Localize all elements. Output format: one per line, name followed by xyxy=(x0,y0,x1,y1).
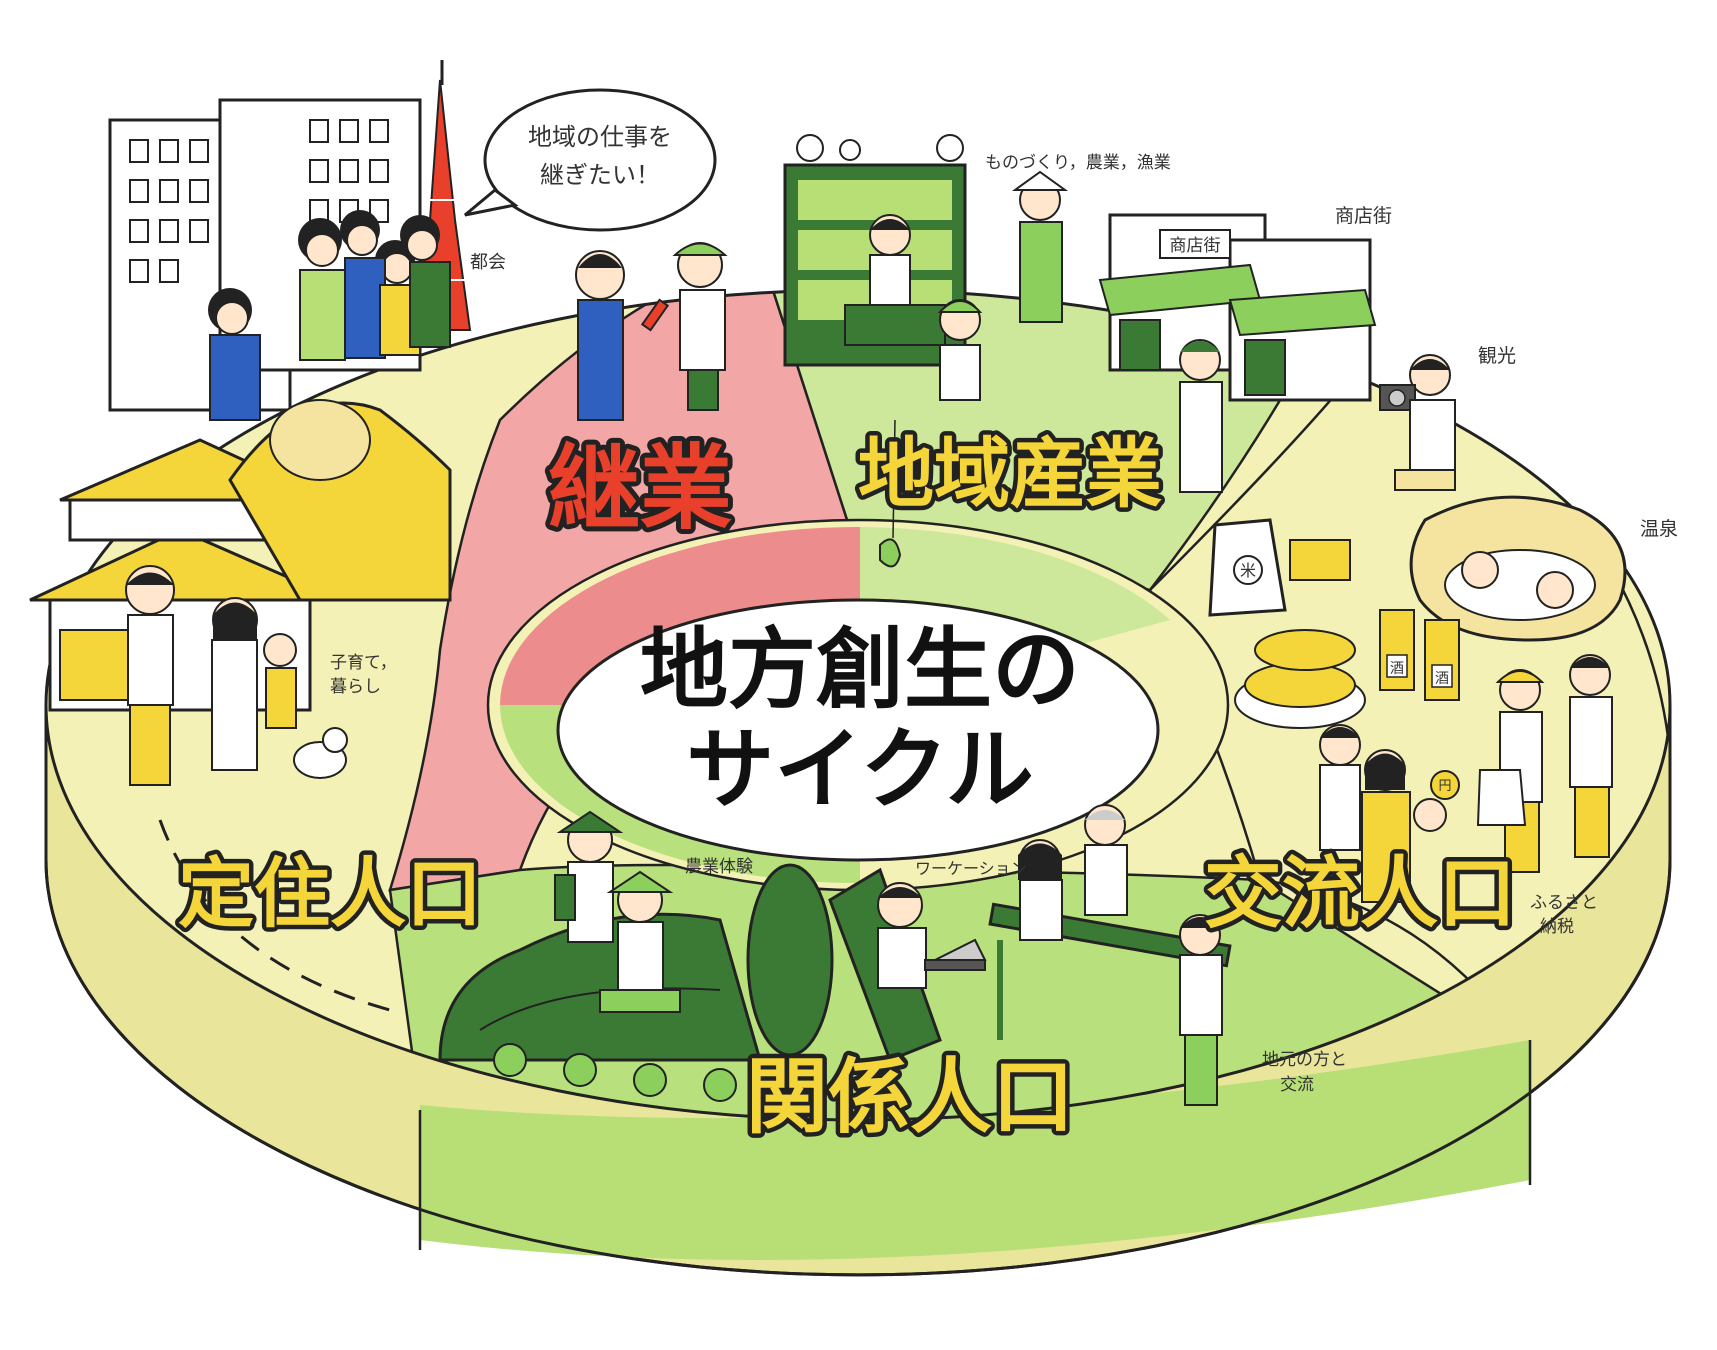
exchange-people: 円 xyxy=(1319,654,1613,903)
family xyxy=(125,565,297,786)
label-shopping-street: 商店街 xyxy=(1335,205,1392,227)
label-locals-exchange-1: 地元の方と xyxy=(1262,1050,1347,1070)
workation-scene xyxy=(828,804,1232,1106)
label-settled-population: 定住人口 xyxy=(178,849,482,938)
laptop-icon xyxy=(934,938,987,961)
label-sightseeing: 観光 xyxy=(1478,345,1516,367)
rice-bag-label: 米 xyxy=(1240,561,1256,580)
label-farming-experience: 農業体験 xyxy=(685,857,753,877)
road-line xyxy=(158,819,391,1012)
sake-label-2: 酒 xyxy=(1435,671,1449,687)
shop-sign: 商店街 xyxy=(1170,236,1221,256)
farm-field xyxy=(438,863,834,1102)
label-hot-spring: 温泉 xyxy=(1640,518,1678,540)
office-building-icon xyxy=(108,98,422,412)
shop-building-icon: 商店街 xyxy=(1098,213,1377,402)
speech-line2: 継ぎたい！ xyxy=(540,161,660,189)
label-locals-exchange-2: 交流 xyxy=(1280,1075,1314,1095)
sake-label-1: 酒 xyxy=(1390,661,1404,677)
sake-bottle-icon: 酒 酒 xyxy=(1379,609,1460,701)
label-exchange-population: 交流人口 xyxy=(1204,849,1516,939)
dog-icon xyxy=(293,727,348,779)
craft-people xyxy=(844,170,1069,401)
camera-icon xyxy=(1379,354,1456,491)
farming-people xyxy=(554,810,681,1013)
food-plate xyxy=(1234,629,1366,729)
hot-spring-icon xyxy=(1409,495,1627,642)
center-title-line1: 地方創生の xyxy=(640,618,1080,721)
label-child-rearing-2: 暮らし xyxy=(330,677,381,697)
label-workation: ワーケーション xyxy=(915,859,1027,878)
speech-bubble: 地域の仕事を 継ぎたい！ xyxy=(464,88,717,232)
center-title-line2: サイクル xyxy=(686,718,1034,821)
label-succession: 継業 xyxy=(548,435,732,542)
succession-people xyxy=(575,242,728,421)
fish-icon xyxy=(879,419,902,568)
speech-line1: 地域の仕事を xyxy=(528,123,672,151)
shopkeeper xyxy=(1179,339,1223,493)
rice-bag-icon: 米 xyxy=(1208,518,1351,617)
label-child-rearing-1: 子育て， xyxy=(330,653,397,673)
label-crafts: ものづくり，農業，漁業 xyxy=(985,153,1171,173)
mountain-icon xyxy=(228,399,452,602)
label-hometown-tax-1: ふるさと xyxy=(1530,893,1598,913)
label-city: 都会 xyxy=(470,252,506,273)
label-hometown-tax-2: 納税 xyxy=(1540,917,1574,937)
coin-bag-label: 円 xyxy=(1438,779,1451,794)
label-local-industry: 地域産業 xyxy=(858,429,1162,518)
city-people xyxy=(208,210,451,421)
label-related-population: 関係人口 xyxy=(746,1050,1074,1145)
center-hub: 地方創生の サイクル xyxy=(556,598,1160,862)
